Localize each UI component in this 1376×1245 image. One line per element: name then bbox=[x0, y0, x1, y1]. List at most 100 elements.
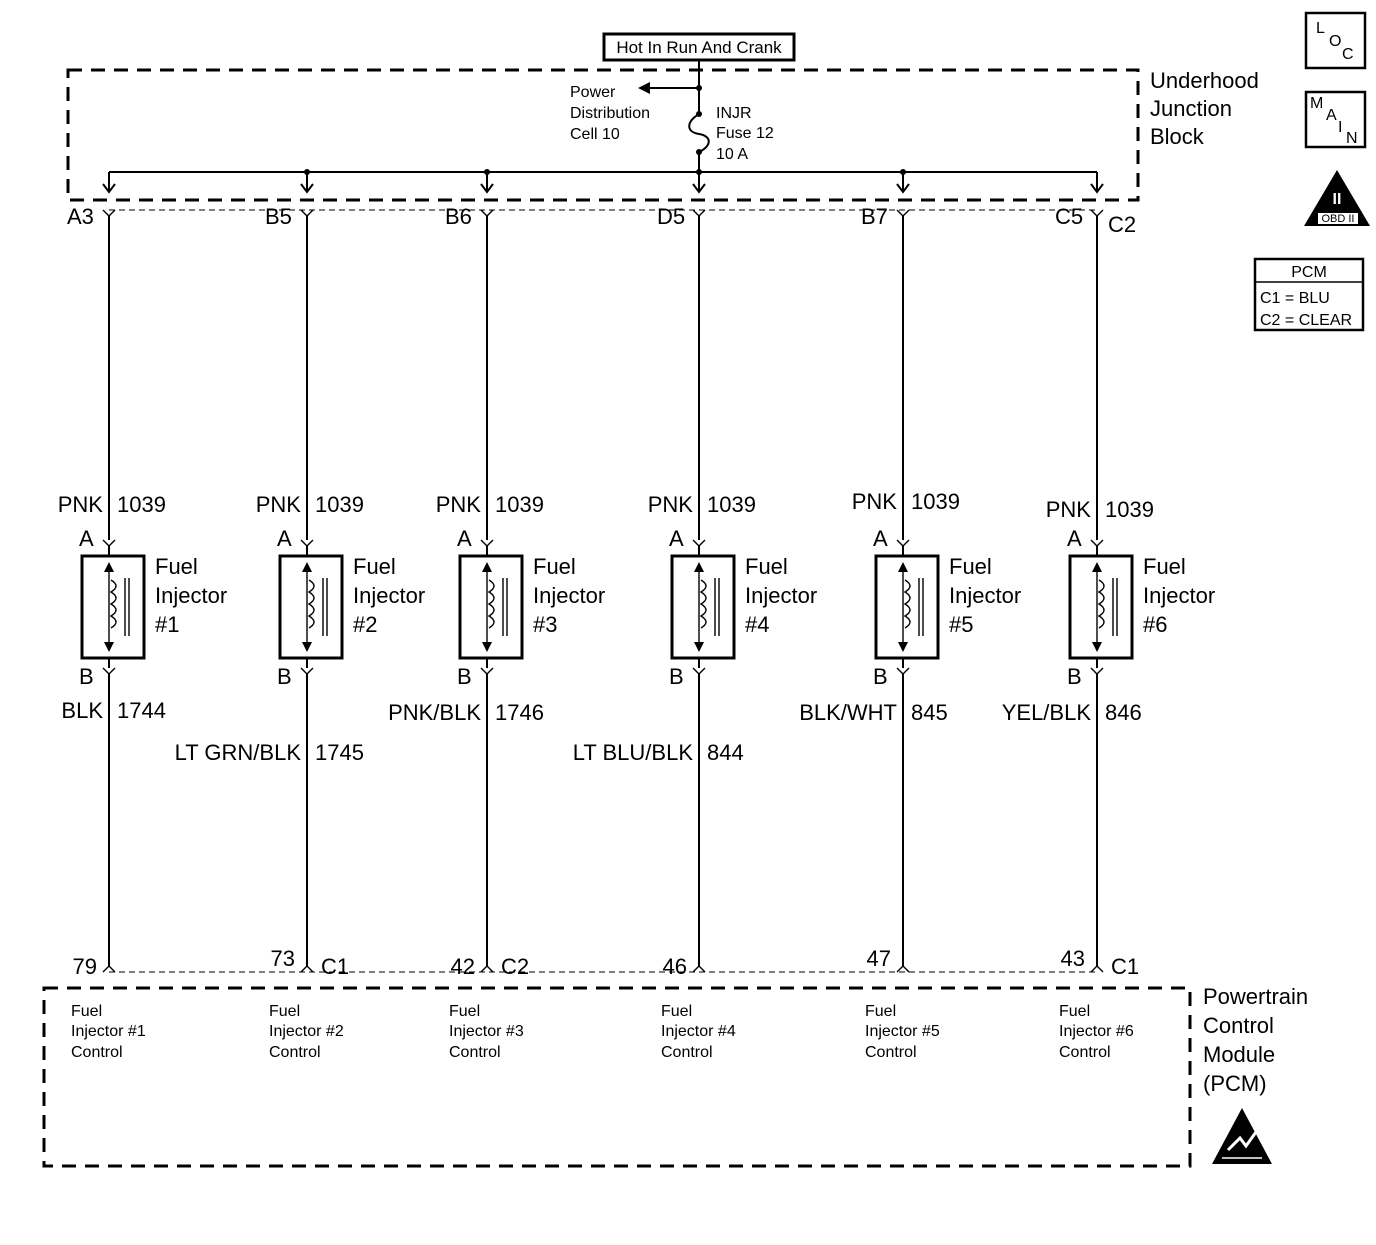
power-source: Hot In Run And Crank bbox=[602, 32, 796, 62]
pcm-legend-row: C2 = CLEAR bbox=[1260, 312, 1352, 329]
top-wire-circuit: 1039 bbox=[1105, 497, 1154, 522]
svg-text:O: O bbox=[1329, 33, 1341, 50]
injector-pin-b-label: B bbox=[1067, 664, 1082, 689]
bottom-wire-circuit: 1746 bbox=[495, 700, 544, 725]
top-wire-color: PNK bbox=[852, 489, 898, 514]
pcm-function-line-1: Fuel bbox=[71, 1003, 102, 1020]
pcm-function-line-2: Injector #6 bbox=[1059, 1023, 1134, 1040]
injector-name-line-2: Injector bbox=[155, 583, 227, 608]
injector-name-line-3: #3 bbox=[533, 612, 557, 637]
svg-text:Fuse 12: Fuse 12 bbox=[716, 125, 774, 142]
power-source-label: Hot In Run And Crank bbox=[616, 38, 782, 57]
pcm-pin-label: 46 bbox=[663, 954, 687, 979]
top-wire-circuit: 1039 bbox=[117, 492, 166, 517]
top-wire-color: PNK bbox=[436, 492, 482, 517]
ujb-name-line-3: Block bbox=[1150, 124, 1205, 149]
injector-name-line-1: Fuel bbox=[533, 554, 576, 579]
injector-pin-b-label: B bbox=[457, 664, 472, 689]
svg-text:II: II bbox=[1333, 191, 1342, 208]
pcm-pin-label: 73 bbox=[271, 946, 295, 971]
pcm-function-line-1: Fuel bbox=[449, 1003, 480, 1020]
pcm-function-line-3: Control bbox=[71, 1044, 123, 1061]
ujb-name-line-1: Underhood bbox=[1150, 68, 1259, 93]
injector-name-line-3: #4 bbox=[745, 612, 769, 637]
injector-pin-a-label: A bbox=[79, 526, 94, 551]
pcm-function-line-3: Control bbox=[661, 1044, 713, 1061]
pcm-pin-label: 43 bbox=[1061, 946, 1085, 971]
injector-pin-b-label: B bbox=[873, 664, 888, 689]
pcm-function-line-1: Fuel bbox=[661, 1003, 692, 1020]
ujb-connector-label: C2 bbox=[1108, 212, 1136, 237]
injector-name-line-2: Injector bbox=[949, 583, 1021, 608]
injector-name-line-2: Injector bbox=[533, 583, 605, 608]
esd-warning-icon bbox=[1212, 1108, 1272, 1164]
pcm-function-line-3: Control bbox=[269, 1044, 321, 1061]
pcm-function-line-2: Injector #2 bbox=[269, 1023, 344, 1040]
svg-text:Distribution: Distribution bbox=[570, 105, 650, 122]
pcm-pin-label: 42 bbox=[451, 954, 475, 979]
svg-text:Power: Power bbox=[570, 84, 616, 101]
ujb-pin-label: B5 bbox=[265, 204, 292, 229]
injector-name-line-1: Fuel bbox=[155, 554, 198, 579]
top-wire-circuit: 1039 bbox=[315, 492, 364, 517]
loc-icon: L O C bbox=[1304, 11, 1367, 70]
bottom-wire-circuit: 845 bbox=[911, 700, 948, 725]
top-wire-circuit: 1039 bbox=[495, 492, 544, 517]
top-wire-circuit: 1039 bbox=[911, 489, 960, 514]
injector-name-line-1: Fuel bbox=[353, 554, 396, 579]
top-wire-color: PNK bbox=[1046, 497, 1092, 522]
injector-pin-b-label: B bbox=[277, 664, 292, 689]
fuel-injector-icon bbox=[278, 554, 344, 660]
pcm-name-label: Powertrain Control Module (PCM) bbox=[1203, 984, 1308, 1096]
svg-text:C: C bbox=[1342, 46, 1354, 63]
injector-name-line-3: #5 bbox=[949, 612, 973, 637]
pcm-function-line-3: Control bbox=[865, 1044, 917, 1061]
bottom-wire-color: LT GRN/BLK bbox=[175, 740, 302, 765]
ujb-pin-label: B6 bbox=[445, 204, 472, 229]
fuel-injector-icon bbox=[670, 554, 736, 660]
top-wire-color: PNK bbox=[58, 492, 104, 517]
fuse-feed bbox=[638, 60, 710, 172]
injector-name-line-3: #1 bbox=[155, 612, 179, 637]
top-wire-circuit: 1039 bbox=[707, 492, 756, 517]
fuel-injector-icon bbox=[80, 554, 146, 660]
bottom-wire-color: YEL/BLK bbox=[1002, 700, 1092, 725]
underhood-junction-block-label: Underhood Junction Block bbox=[1150, 68, 1259, 149]
injector-pin-a-label: A bbox=[873, 526, 888, 551]
svg-text:M: M bbox=[1310, 95, 1323, 112]
injector-name-line-2: Injector bbox=[353, 583, 425, 608]
injector-pin-a-label: A bbox=[669, 526, 684, 551]
pcm-function-line-2: Injector #4 bbox=[661, 1023, 736, 1040]
injector-pin-a-label: A bbox=[457, 526, 472, 551]
pcm-function-line-2: Injector #5 bbox=[865, 1023, 940, 1040]
svg-text:I: I bbox=[1338, 119, 1342, 136]
bottom-wire-color: LT BLU/BLK bbox=[573, 740, 694, 765]
injector-name-line-3: #6 bbox=[1143, 612, 1167, 637]
svg-text:L: L bbox=[1316, 20, 1325, 37]
bottom-wire-circuit: 844 bbox=[707, 740, 744, 765]
pcm-legend-title: PCM bbox=[1291, 264, 1327, 281]
underhood-junction-block-outline bbox=[66, 68, 1140, 202]
ujb-pin-label: D5 bbox=[657, 204, 685, 229]
bottom-wire-color: PNK/BLK bbox=[388, 700, 481, 725]
injector-pin-b-label: B bbox=[79, 664, 94, 689]
injector-name-line-2: Injector bbox=[1143, 583, 1215, 608]
ujb-pin-label: C5 bbox=[1055, 204, 1083, 229]
svg-text:OBD II: OBD II bbox=[1321, 213, 1354, 225]
pcm-connector-legend: PCM C1 = BLU C2 = CLEAR bbox=[1253, 257, 1365, 332]
fuel-injector-icon bbox=[1068, 554, 1134, 660]
pcm-function-line-3: Control bbox=[449, 1044, 501, 1061]
pcm-function-line-2: Injector #3 bbox=[449, 1023, 524, 1040]
injector-pin-a-label: A bbox=[1067, 526, 1082, 551]
fuel-injector-icon bbox=[874, 554, 940, 660]
injector-name-line-1: Fuel bbox=[745, 554, 788, 579]
svg-text:Control: Control bbox=[1203, 1013, 1274, 1038]
